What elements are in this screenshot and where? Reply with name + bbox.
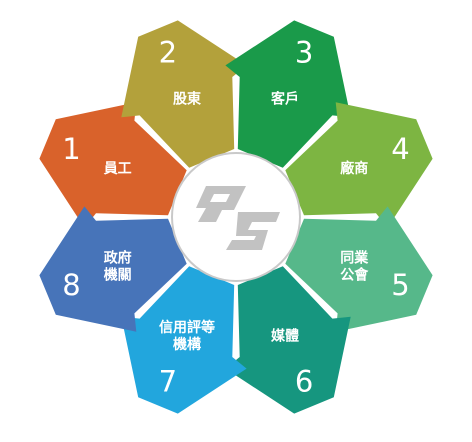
segment-label: 機關 [104, 267, 132, 284]
segment-number: 8 [62, 268, 80, 302]
segment-number: 1 [62, 132, 80, 166]
segment-label: 員工 [103, 161, 132, 177]
center-logo [171, 152, 301, 282]
segment-number: 6 [295, 365, 313, 399]
segment-arrow [121, 20, 247, 168]
segment-shareholders: 2 股東 [121, 20, 247, 168]
segment-label: 股東 [173, 91, 201, 108]
segment-arrow [225, 20, 351, 168]
segment-label: 同業 [340, 250, 369, 267]
segment-media: 6 媒體 [225, 266, 351, 414]
segment-arrow [121, 266, 247, 414]
segment-label: 政府 [104, 250, 132, 267]
segment-suppliers: 4 廠商 [285, 102, 433, 228]
segment-number: 4 [391, 132, 409, 166]
segment-number: 5 [391, 268, 409, 302]
segment-arrow [39, 102, 187, 228]
segment-label: 信用評等 [159, 319, 215, 336]
center-circle [171, 152, 301, 282]
segment-employees: 1 員工 [39, 102, 187, 228]
segment-arrow [285, 206, 433, 332]
segment-label: 廠商 [340, 160, 368, 177]
segment-label: 媒體 [270, 327, 299, 344]
segment-number: 7 [159, 365, 177, 399]
segment-label: 客戶 [270, 91, 299, 108]
segment-number: 2 [159, 36, 177, 70]
segment-label: 公會 [340, 267, 369, 284]
segment-arrow [285, 102, 433, 228]
segment-arrow [225, 266, 351, 414]
segment-customers: 3 客戶 [225, 20, 351, 168]
segment-number: 3 [295, 36, 313, 70]
logo-95-icon [196, 186, 280, 250]
segment-label: 機構 [173, 336, 201, 353]
segment-arrow [39, 206, 187, 332]
